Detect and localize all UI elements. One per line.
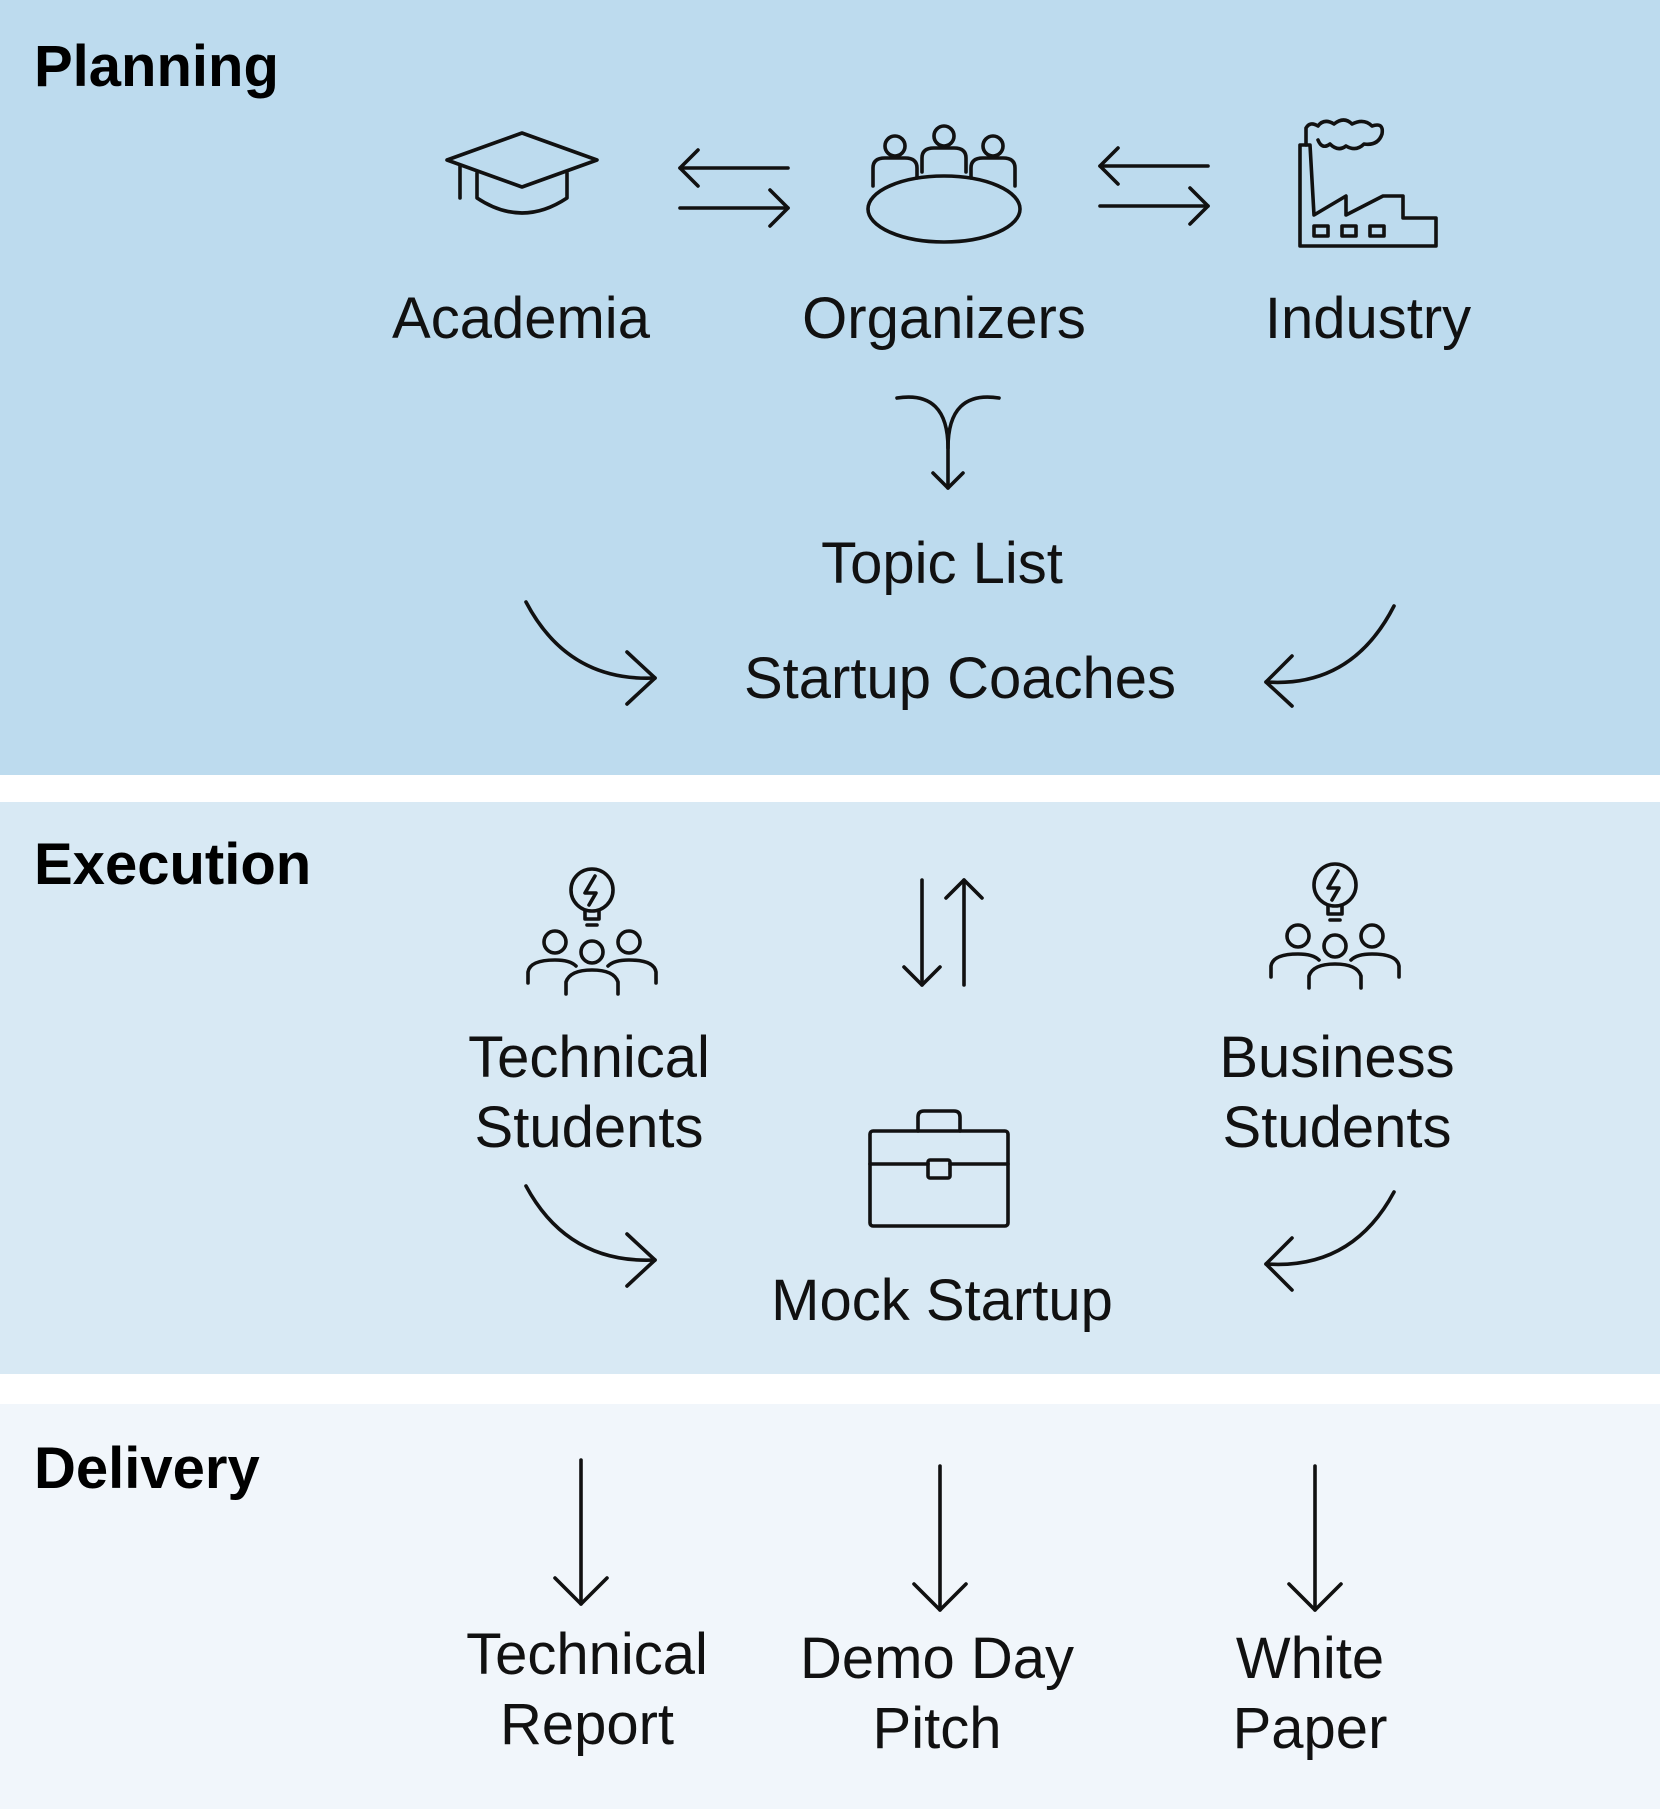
label-line: Report [499, 1692, 675, 1757]
label-line: Demo Day [800, 1626, 1074, 1691]
execution-title: Execution [34, 832, 312, 897]
label-line: White [1235, 1626, 1385, 1691]
node-label-academia: Academia [392, 286, 650, 351]
planning-title: Planning [34, 34, 279, 99]
node-label-technical-report: Technical Report [466, 1620, 708, 1760]
node-label-industry: Industry [1264, 286, 1472, 351]
label-line: Technical [468, 1025, 710, 1090]
node-label-technical-students: Technical Students [468, 1023, 710, 1163]
node-label-business-students: Business Students [1219, 1023, 1454, 1163]
node-label-topic-list: Topic List [821, 531, 1063, 596]
label-line: Students [474, 1095, 704, 1160]
label-line: Paper [1232, 1696, 1388, 1761]
node-label-startup-coaches: Startup Coaches [743, 646, 1177, 711]
label-line: Business [1219, 1025, 1455, 1090]
delivery-title: Delivery [34, 1436, 260, 1501]
node-label-demo-day-pitch: Demo Day Pitch [800, 1624, 1074, 1764]
node-label-organizers: Organizers [802, 286, 1086, 351]
label-line: Students [1222, 1095, 1452, 1160]
label-line: Technical [466, 1622, 708, 1687]
label-line: Pitch [872, 1696, 1002, 1761]
delivery-section: Delivery [0, 1404, 1660, 1809]
execution-section: Execution [0, 802, 1660, 1374]
node-label-mock-startup: Mock Startup [771, 1268, 1113, 1333]
node-label-white-paper: White Paper [1233, 1624, 1388, 1764]
